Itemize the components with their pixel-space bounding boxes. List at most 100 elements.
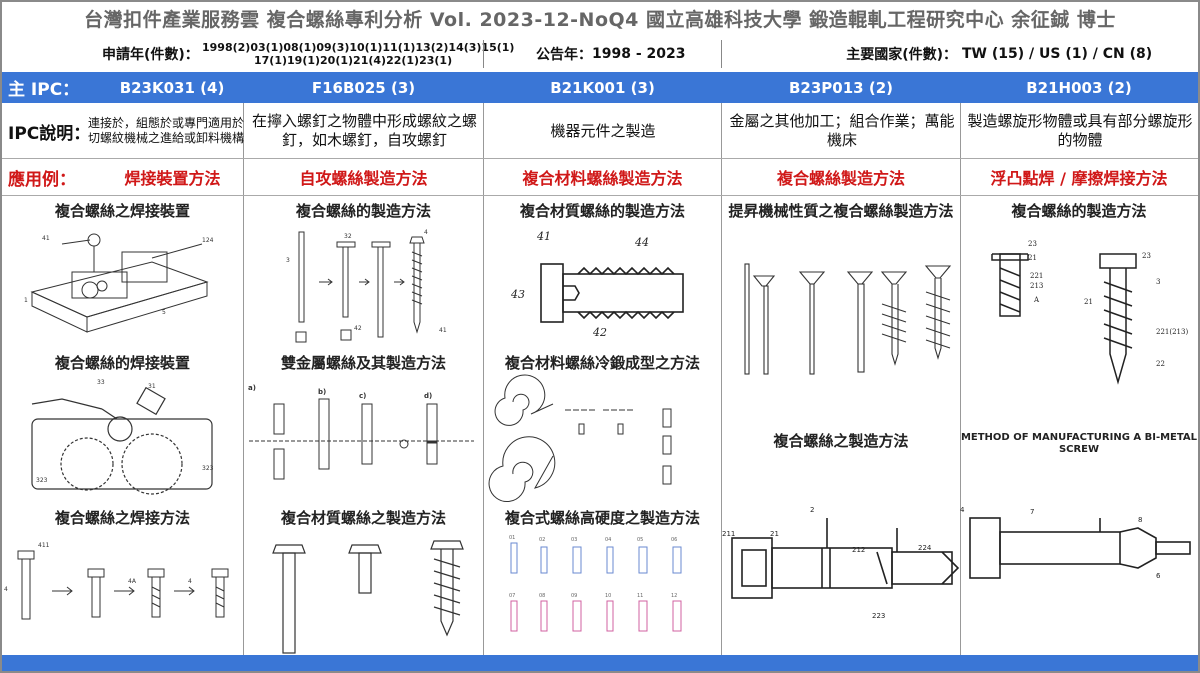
figure-caption: 雙金屬螺絲及其製造方法 xyxy=(280,354,446,372)
ipc-code-5: B21H003 (2) xyxy=(1026,78,1132,97)
svg-text:06: 06 xyxy=(671,537,677,543)
svg-text:10: 10 xyxy=(605,593,611,599)
ipc-desc-label: IPC說明： xyxy=(8,123,91,144)
figure-caption: 複合螺絲的製造方法 xyxy=(295,202,431,220)
column-divider xyxy=(483,103,484,655)
application-1: 焊接裝置方法 xyxy=(124,169,221,188)
svg-text:7: 7 xyxy=(1030,508,1034,516)
svg-text:3: 3 xyxy=(1156,278,1160,286)
svg-text:4: 4 xyxy=(424,229,428,236)
svg-text:8: 8 xyxy=(1138,516,1142,524)
figure-caption: 提昇機械性質之複合螺絲製造方法 xyxy=(728,202,954,220)
svg-text:12: 12 xyxy=(671,593,677,599)
ipc-code-4: B23P013 (2) xyxy=(789,78,893,97)
svg-text:21: 21 xyxy=(770,530,779,538)
svg-text:4: 4 xyxy=(4,586,8,593)
svg-text:09: 09 xyxy=(571,593,577,599)
svg-text:22: 22 xyxy=(1156,360,1165,368)
svg-text:23: 23 xyxy=(1028,240,1037,248)
meta-divider xyxy=(721,40,722,68)
row-divider xyxy=(2,158,1198,159)
figure-caption: 複合螺絲之焊接裝置 xyxy=(54,202,190,220)
svg-text:6: 6 xyxy=(1156,572,1161,580)
ipc-code-1: B23K031 (4) xyxy=(119,78,225,97)
row-divider xyxy=(2,195,1198,196)
figure-caption: 複合材料螺絲冷鍛成型之方法 xyxy=(504,354,700,372)
apply-year-label: 申請年(件數)： xyxy=(102,47,199,63)
figure-caption: 複合材質螺絲的製造方法 xyxy=(519,202,685,220)
svg-text:223: 223 xyxy=(872,612,885,620)
ipc-desc-5: 製造螺旋形物體或具有部分螺旋形的物體 xyxy=(967,112,1193,149)
application-4: 複合螺絲製造方法 xyxy=(776,169,905,188)
svg-text:41: 41 xyxy=(536,230,551,243)
svg-text:41: 41 xyxy=(439,327,447,334)
svg-text:224: 224 xyxy=(918,544,932,552)
svg-text:23: 23 xyxy=(1142,252,1151,260)
meta-row: 申請年(件數)： 1998(2)03(1)08(1)09(3)10(1)11(1… xyxy=(2,38,1198,70)
bimetal-drawing: a) b) c) d) xyxy=(248,384,474,480)
country-value: TW (15) / US (1) / CN (8) xyxy=(962,46,1153,62)
application-2: 自攻螺絲製造方法 xyxy=(299,169,428,188)
svg-text:124: 124 xyxy=(202,237,214,244)
mechanical-property-drawing xyxy=(744,263,952,375)
figure-mechanical-property-method: 提昇機械性質之複合螺絲製造方法 xyxy=(722,198,960,398)
ipc-desc-2: 在擰入螺釘之物體中形成螺紋之螺釘，如木螺釘，自攻螺釘 xyxy=(252,112,478,149)
svg-text:32: 32 xyxy=(344,233,352,240)
svg-text:b): b) xyxy=(318,388,326,396)
svg-text:42: 42 xyxy=(592,326,607,339)
page-title: 台灣扣件產業服務雲 複合螺絲專利分析 Vol. 2023-12-NoQ4 國立高… xyxy=(84,9,1116,31)
meta-divider xyxy=(483,40,484,68)
svg-text:31: 31 xyxy=(148,383,156,390)
svg-text:02: 02 xyxy=(539,537,545,543)
figure-caption: 複合螺絲的製造方法 xyxy=(1011,202,1147,220)
apply-year-values: 1998(2)03(1)08(1)09(3)10(1)11(1)13(2)14(… xyxy=(202,38,514,70)
svg-text:c): c) xyxy=(359,392,366,400)
svg-text:4: 4 xyxy=(960,506,965,514)
svg-text:44: 44 xyxy=(634,236,649,249)
svg-text:01: 01 xyxy=(509,535,515,541)
ipc-code-3: B21K001 (3) xyxy=(550,78,655,97)
application-label: 應用例： xyxy=(8,169,76,190)
svg-text:43: 43 xyxy=(510,288,525,301)
country-label: 主要國家(件數)： xyxy=(846,47,957,63)
publish-year-label: 公告年： xyxy=(536,47,592,63)
svg-text:a): a) xyxy=(248,384,256,392)
svg-text:212: 212 xyxy=(852,546,865,554)
svg-text:2: 2 xyxy=(810,506,814,514)
svg-text:21: 21 xyxy=(1084,298,1093,306)
svg-text:05: 05 xyxy=(637,537,643,543)
ipc-label: 主 IPC： xyxy=(8,80,80,100)
column-divider xyxy=(243,103,244,655)
svg-text:A: A xyxy=(1033,296,1040,304)
figure-caption: 複合螺絲的焊接裝置 xyxy=(54,354,190,372)
svg-text:323: 323 xyxy=(36,477,48,484)
column-divider xyxy=(960,103,961,655)
svg-text:11: 11 xyxy=(637,593,643,599)
svg-text:1: 1 xyxy=(24,297,28,304)
figure-bimetal-screw-en: METHOD OF MANUFACTURING A BI-METAL SCREW… xyxy=(960,428,1198,655)
ipc-bar: 主 IPC： B23K031 (4) F16B025 (3) B21K001 (… xyxy=(2,72,1198,103)
svg-text:41: 41 xyxy=(42,235,50,242)
composite-screw-drawing xyxy=(272,540,464,654)
figure-caption: METHOD OF MANUFACTURING A BI-METAL SCREW xyxy=(960,432,1198,455)
figure-bimetal-screw: 雙金屬螺絲及其製造方法 a) b) c) d) xyxy=(244,350,483,505)
svg-text:21: 21 xyxy=(1028,254,1037,262)
figure-caption: 複合材質螺絲之製造方法 xyxy=(280,509,446,527)
composite-material-drawing: 41 44 43 42 xyxy=(510,230,684,339)
svg-text:d): d) xyxy=(424,392,432,400)
footer-bar xyxy=(2,655,1198,671)
figure-composite-material-screw-method: 複合材質螺絲的製造方法 41 44 43 42 xyxy=(483,198,722,348)
